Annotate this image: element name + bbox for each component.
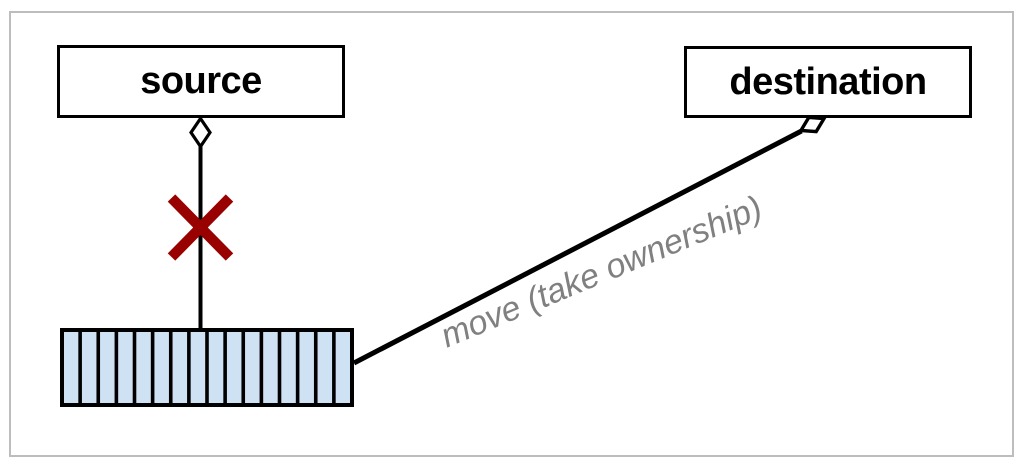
source-node-label: source [140, 60, 262, 102]
destination-node-label: destination [729, 60, 927, 103]
source-node: source [57, 45, 345, 118]
destination-node: destination [684, 46, 972, 118]
